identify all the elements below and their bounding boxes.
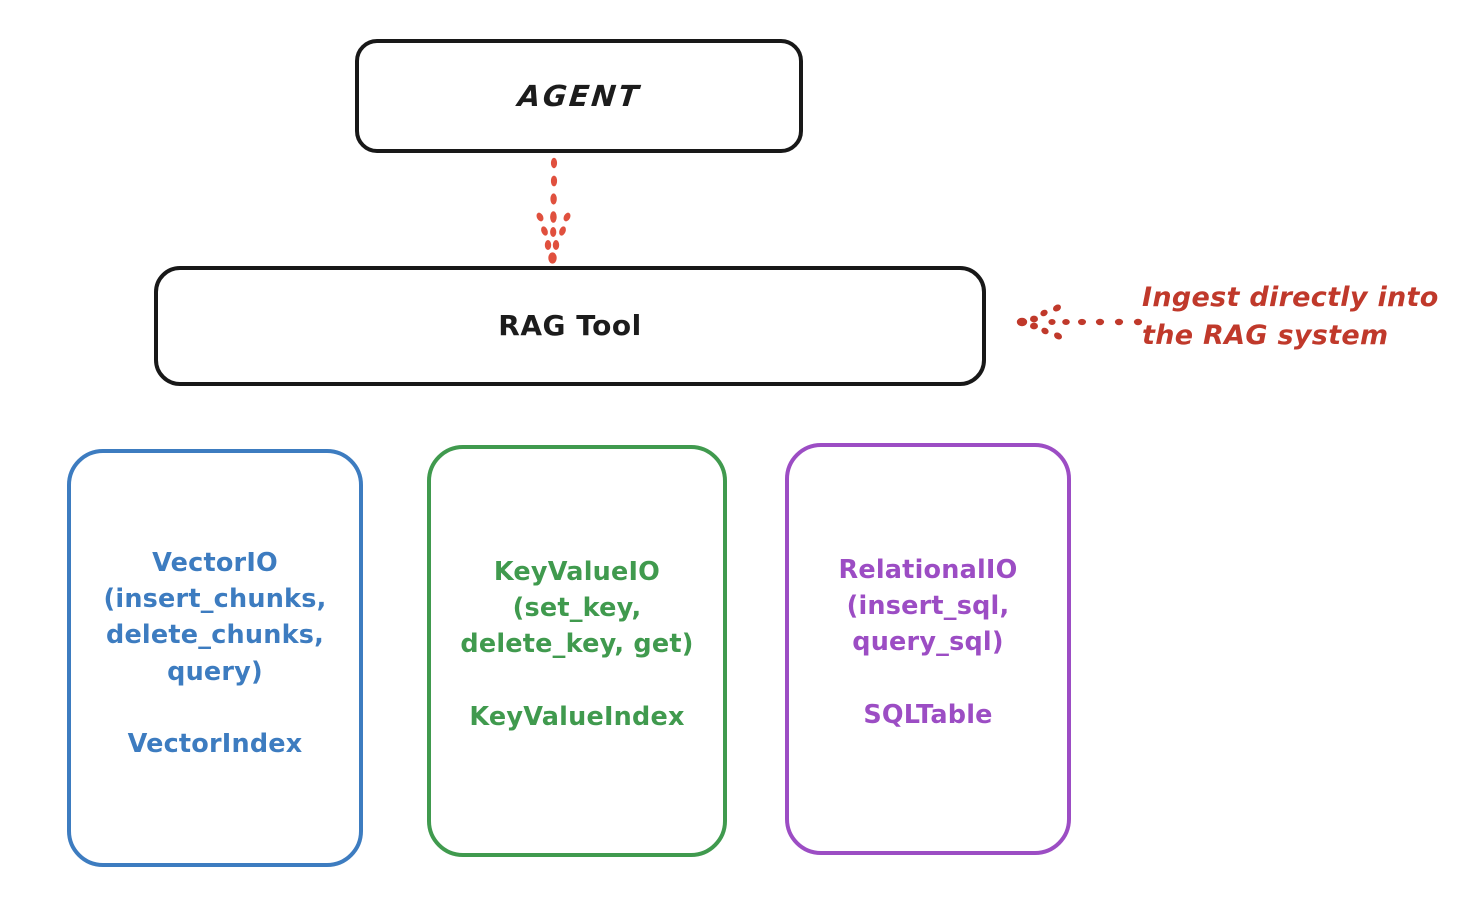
rag-tool-node[interactable]: RAG Tool	[154, 266, 986, 386]
vector-io-node[interactable]: VectorIO (insert_chunks, delete_chunks, …	[67, 449, 363, 867]
agent-node-label: AGENT	[515, 78, 643, 113]
agent-node[interactable]: AGENT	[355, 39, 803, 153]
ingest-dotted-arrow-left-icon	[1014, 292, 1154, 352]
relational-io-node-label: RelationalIO (insert_sql, query_sql) SQL…	[838, 555, 1018, 730]
relational-io-node[interactable]: RelationalIO (insert_sql, query_sql) SQL…	[785, 443, 1071, 855]
agent-to-rag-dotted-arrow-icon	[505, 155, 605, 267]
ingest-annotation-text: Ingest directly into the RAG system	[1142, 282, 1439, 352]
vector-io-node-label: VectorIO (insert_chunks, delete_chunks, …	[103, 548, 327, 760]
rag-tool-node-label: RAG Tool	[498, 309, 642, 343]
key-value-io-node-label: KeyValueIO (set_key, delete_key, get) Ke…	[460, 557, 694, 732]
key-value-io-node[interactable]: KeyValueIO (set_key, delete_key, get) Ke…	[427, 445, 727, 857]
